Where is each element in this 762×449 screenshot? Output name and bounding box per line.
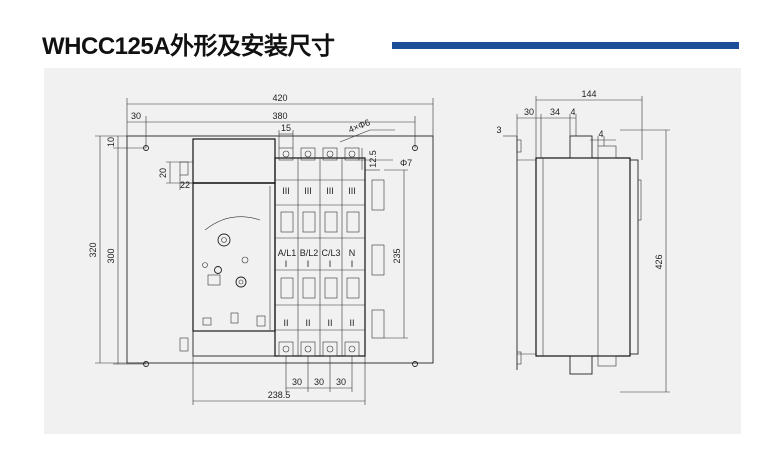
dim-offset-left: 30 — [131, 111, 141, 121]
dim-overall-width: 420 — [272, 93, 287, 103]
pole-mark-top-1: III — [282, 186, 290, 196]
pole-mark-top-3: III — [326, 186, 334, 196]
dim-height-overall: 320 — [88, 242, 98, 257]
pole-mark-mid-4: I — [351, 259, 354, 269]
dim-side-3: 3 — [496, 125, 501, 135]
page-title: WHCC125A外形及安装尺寸 — [42, 33, 335, 60]
drawing-panel — [44, 68, 741, 434]
operator-base — [192, 330, 276, 357]
dim-height-mount: 300 — [106, 248, 116, 263]
mode-knob — [235, 276, 247, 288]
operator-top — [192, 138, 276, 184]
mounting-plate — [126, 135, 434, 364]
dim-mount-width: 380 — [272, 111, 287, 121]
pole-mark-mid-2: I — [307, 259, 310, 269]
dim-bottom-width: 238.5 — [268, 390, 291, 400]
pole-label-2: B/L2 — [300, 248, 319, 258]
dim-terminal-hole: Φ7 — [400, 158, 412, 168]
dim-side-30: 30 — [524, 107, 534, 117]
dim-top-offset: 10 — [106, 137, 116, 147]
dim-pitch-2: 30 — [314, 377, 324, 387]
pole-mark-bottom-3: II — [327, 318, 332, 328]
pole-mark-mid-3: I — [329, 259, 332, 269]
side-view: 144 30 34 4 4 3 426 — [496, 89, 670, 393]
front-view: III III III III A/L1 B/L2 C/L3 N I I I I… — [88, 93, 434, 405]
dim-22: 22 — [180, 180, 190, 190]
dim-terminal-width: 15 — [281, 123, 291, 133]
pole-label-4: N — [349, 248, 356, 258]
mount-hole-br — [412, 361, 418, 367]
dim-pitch-3: 30 — [336, 377, 346, 387]
dim-20: 20 — [158, 168, 168, 178]
dim-side-height: 426 — [654, 254, 664, 269]
dim-terminal-height: 12.5 — [368, 150, 378, 168]
dim-side-4b: 4 — [598, 129, 603, 139]
dim-hole-label: 4×Φ6 — [347, 117, 372, 135]
operator-body — [192, 182, 276, 332]
pole-mark-top-2: III — [304, 186, 312, 196]
dim-pitch-1: 30 — [292, 377, 302, 387]
dim-side-34: 34 — [550, 107, 560, 117]
pole-mark-bottom-2: II — [305, 318, 310, 328]
dim-side-4a: 4 — [570, 107, 575, 117]
dim-side-depth: 144 — [581, 89, 596, 99]
side-body — [535, 157, 631, 357]
pole-mark-top-4: III — [348, 186, 356, 196]
title-accent-bar — [392, 42, 739, 49]
pole-mark-bottom-1: II — [283, 318, 288, 328]
dim-235: 235 — [392, 248, 402, 263]
pole-label-1: A/L1 — [278, 248, 297, 258]
pole-label-3: C/L3 — [321, 248, 340, 258]
pole-mark-bottom-4: II — [349, 318, 354, 328]
status-indicator — [214, 266, 222, 274]
pole-mark-mid-1: I — [285, 259, 288, 269]
handle-knob — [217, 233, 231, 247]
